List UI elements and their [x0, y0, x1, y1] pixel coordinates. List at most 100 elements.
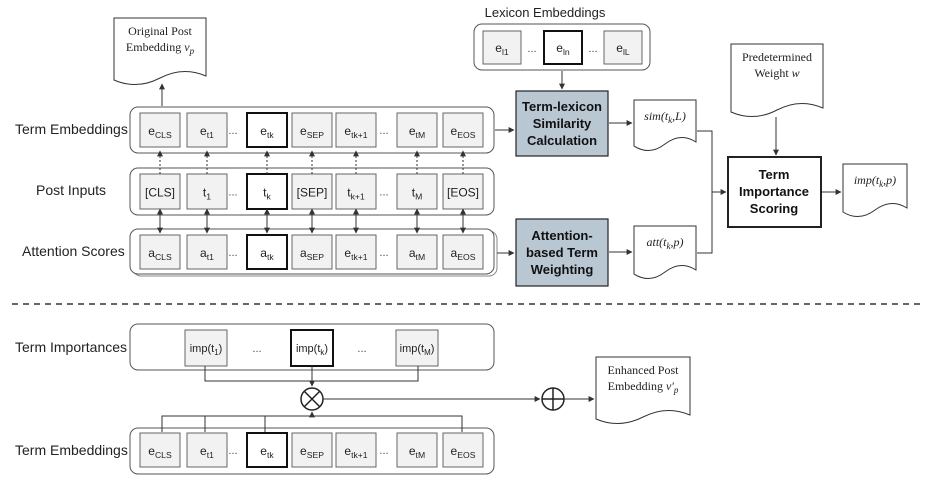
bottom-term-embedding-ellipsis: ...	[379, 445, 388, 457]
importance-cell	[395, 329, 439, 367]
bottom-term-embedding-cell	[186, 432, 228, 468]
lexicon-cell-label: el1	[495, 41, 509, 57]
term-embedding-ellipsis: ...	[228, 125, 237, 137]
attention-score-cell	[396, 234, 438, 270]
post-input-ellipsis: ...	[228, 187, 237, 199]
row-label-term-embeddings: Term Embeddings	[15, 121, 128, 137]
post-input-cell	[396, 173, 438, 210]
attention-score-ellipsis: ...	[379, 247, 388, 259]
term-embedding-cell	[139, 112, 181, 148]
lexicon-ellipsis: ...	[588, 43, 597, 55]
post-input-cell-label: [CLS]	[145, 186, 175, 200]
document-shape	[633, 225, 697, 279]
importance-cell	[184, 329, 228, 367]
importance-cell-label: imp(tk)	[296, 343, 328, 357]
post-input-cell-label: tk+1	[347, 186, 365, 202]
bottom-term-embedding-cell-label: et1	[200, 444, 214, 460]
bottom-term-embedding-cell-label: etM	[409, 444, 425, 460]
term-embedding-cell	[335, 112, 377, 148]
doc-line1: Enhanced Post	[608, 363, 680, 377]
row-label-bottom-term-embeddings: Term Embeddings	[15, 442, 128, 458]
doc-formula: sim(tk,L)	[644, 109, 686, 125]
importance-ellipsis: ...	[252, 343, 261, 355]
doc-line1: Predetermined	[742, 50, 812, 64]
similarity-process-line2: Similarity	[533, 116, 592, 131]
post-input-ellipsis: ...	[379, 187, 388, 199]
post-input-cell-label: [SEP]	[297, 186, 328, 200]
term-embedding-cell	[186, 112, 228, 148]
term-embedding-cell	[291, 112, 333, 148]
lexicon-cell	[603, 30, 643, 65]
attention-process-line1: Attention-	[531, 228, 592, 243]
document-shape	[842, 163, 908, 217]
similarity-process-box	[515, 90, 609, 157]
attention-score-cell-label: aCLS	[148, 246, 172, 262]
document-shape	[633, 99, 697, 151]
bottom-term-embedding-cell	[396, 432, 438, 468]
attention-score-cell	[442, 234, 484, 270]
lexicon-cell	[543, 30, 583, 65]
bottom-term-embedding-ellipsis: ...	[228, 445, 237, 457]
scoring-process-line2: Importance	[739, 184, 809, 199]
importance-ellipsis: ...	[357, 343, 366, 355]
post-input-cell-label: [EOS]	[447, 186, 479, 200]
attention-score-cell	[186, 234, 228, 270]
post-input-cell	[335, 173, 377, 210]
doc-line1: Original Post	[128, 24, 192, 38]
doc-formula: imp(tk,p)	[854, 173, 896, 189]
attention-score-cell-label: etk+1	[344, 246, 367, 262]
lexicon-cell-label: elL	[616, 41, 630, 57]
sim-output-doc: sim(tk,L)	[633, 99, 697, 151]
attention-process-line2: based Term	[526, 245, 598, 260]
attention-score-cell	[291, 234, 333, 270]
bottom-term-embedding-cell-label: eSEP	[300, 444, 324, 460]
lexicon-ellipsis: ...	[527, 43, 536, 55]
bottom-term-embedding-cell-label: etk	[260, 444, 274, 460]
attention-score-cell	[246, 234, 288, 270]
term-embedding-cell-label: et1	[200, 124, 214, 140]
similarity-process-line1: Term-lexicon	[522, 99, 602, 114]
attention-process-box	[515, 218, 609, 287]
post-input-cell-label: t1	[203, 186, 211, 202]
attention-score-cell-label: aEOS	[451, 246, 476, 262]
bottom-term-embedding-cell	[246, 432, 288, 468]
attention-score-cell-label: at1	[200, 246, 214, 262]
post-input-cell-label: tk	[263, 186, 271, 202]
bottom-term-embedding-cell-label: eCLS	[148, 444, 172, 460]
term-embedding-cell-label: eCLS	[148, 124, 172, 140]
multiply-icon	[300, 387, 324, 411]
term-embedding-ellipsis: ...	[379, 125, 388, 137]
scoring-process-line1: Term	[759, 167, 790, 182]
term-embedding-cell-label: eEOS	[451, 124, 476, 140]
document-shape	[730, 43, 824, 117]
attention-score-cell-label: atk	[260, 246, 274, 262]
post-input-cell-label: tM	[412, 186, 423, 202]
lexicon-cells: el1 eln elL......	[482, 30, 643, 65]
top-connectors	[159, 71, 842, 256]
document-shape	[113, 17, 207, 85]
lexicon-title: Lexicon Embeddings	[485, 5, 606, 20]
bottom-term-embedding-cell-label: eEOS	[451, 444, 476, 460]
attention-process-line3: Weighting	[531, 262, 594, 277]
term-embedding-cell-label: etk+1	[344, 124, 367, 140]
term-embedding-cell	[246, 112, 288, 148]
doc-line2: Embedding v'p	[608, 379, 679, 395]
bottom-term-embedding-cell-label: etk+1	[344, 444, 367, 460]
doc-formula: att(tk,p)	[647, 235, 684, 251]
bottom-embedding-cells: eCLS et1 etk eSEP etk+1 etM eEOS......	[139, 432, 484, 468]
imp-output-doc: imp(tk,p)	[842, 163, 908, 217]
importance-cell-label: imp(tM)	[400, 343, 435, 357]
term-embedding-cell	[442, 112, 484, 148]
doc-line2: Embedding vp	[126, 40, 195, 56]
term-embedding-cell	[396, 112, 438, 148]
row-label-term-importances: Term Importances	[15, 339, 127, 355]
attention-score-ellipsis: ...	[228, 247, 237, 259]
row-label-attention-scores: Attention Scores	[22, 243, 125, 259]
bottom-term-embedding-cell	[442, 432, 484, 468]
bottom-term-embedding-cell	[335, 432, 377, 468]
term-embedding-cell-label: etM	[409, 124, 425, 140]
lexicon-cell-label: eln	[556, 41, 570, 57]
